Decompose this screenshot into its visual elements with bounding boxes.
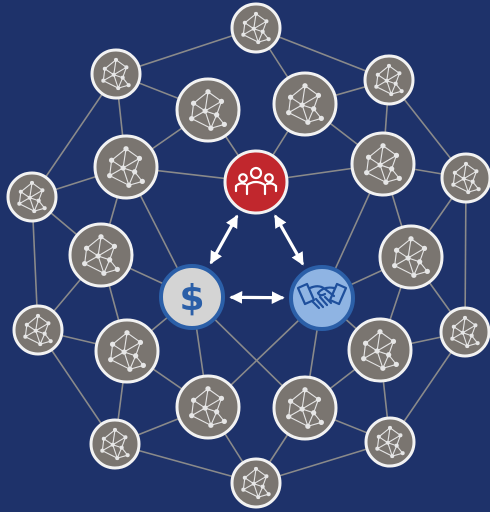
- network-node: [175, 374, 241, 440]
- dollar-icon: $: [179, 278, 204, 319]
- network-graph-icon: [82, 234, 120, 276]
- network-node: [94, 318, 160, 384]
- network-graph-icon: [286, 387, 324, 429]
- network-node: [363, 54, 415, 106]
- network-node: [175, 77, 241, 143]
- arrow-layer: [209, 214, 304, 305]
- network-graph-icon: [101, 57, 131, 91]
- network-graph-icon: [17, 180, 47, 214]
- network-graph-icon: [392, 236, 430, 278]
- network-graph-icon: [241, 466, 271, 500]
- network-edge: [464, 177, 467, 333]
- network-graph-icon: [23, 313, 53, 347]
- network-graph-icon: [100, 427, 130, 461]
- network-node: [230, 457, 282, 509]
- network-graph-icon: [189, 89, 227, 131]
- network-graph-icon: [189, 386, 227, 428]
- network-graph-icon: [286, 83, 324, 125]
- network-graph-icon: [374, 63, 404, 97]
- network-graph-icon: [451, 161, 481, 195]
- network-node: [272, 71, 338, 137]
- network-graph-icon: [450, 315, 480, 349]
- network-node: [347, 317, 413, 383]
- people-group-icon: [234, 166, 278, 196]
- network-graph-icon: [375, 425, 405, 459]
- network-node: [350, 131, 416, 197]
- bidirectional-arrow: [274, 214, 304, 266]
- bidirectional-arrow: [209, 214, 239, 265]
- network-graph-icon: [364, 143, 402, 185]
- network-node: [93, 134, 159, 200]
- network-node: [440, 152, 490, 204]
- network-node: [272, 375, 338, 441]
- network-graph-icon: [241, 11, 271, 45]
- network-node: [378, 224, 444, 290]
- network-node: [439, 306, 490, 358]
- dollar-hub: $: [159, 264, 225, 330]
- network-node: [6, 171, 58, 223]
- network-graph-icon: [108, 330, 146, 372]
- network-graph-icon: [361, 329, 399, 371]
- network-node: [90, 48, 142, 100]
- network-node: [68, 222, 134, 288]
- network-node: [89, 418, 141, 470]
- node-layer: [6, 2, 490, 509]
- hub-layer: $: [159, 149, 355, 331]
- handshake-icon: [296, 282, 348, 310]
- network-node: [364, 416, 416, 468]
- network-node: [230, 2, 282, 54]
- people-hub: [223, 149, 289, 215]
- network-node: [12, 304, 64, 356]
- handshake-hub: [289, 265, 355, 331]
- network-graph-icon: [107, 146, 145, 188]
